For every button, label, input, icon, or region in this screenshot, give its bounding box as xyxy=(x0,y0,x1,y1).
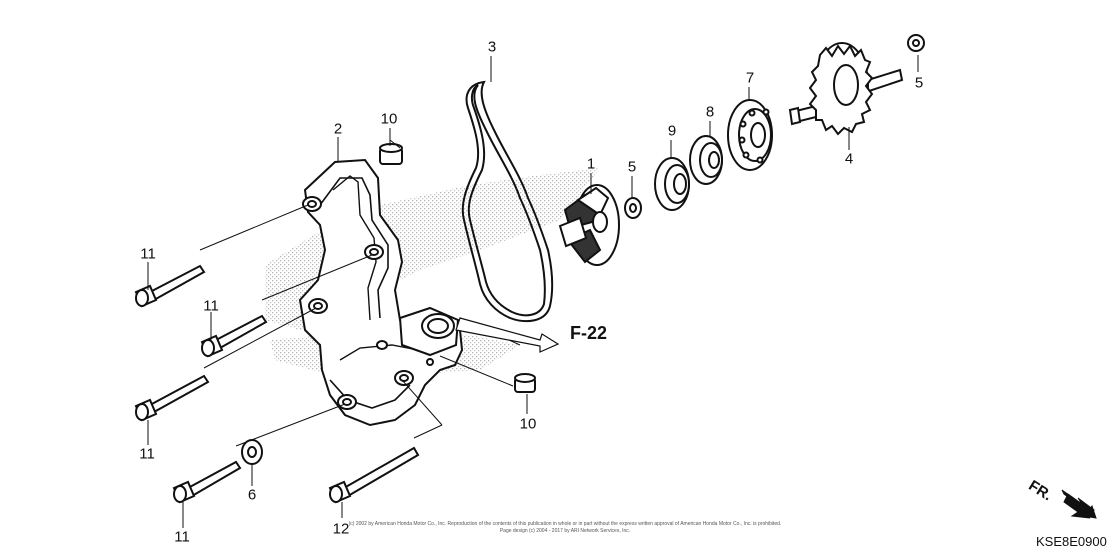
part-10-dowel-pins xyxy=(379,143,536,393)
callout-11c: 11 xyxy=(139,445,155,463)
bolt-11a xyxy=(134,264,206,308)
diagram-code: KSE8E0900 xyxy=(1036,534,1107,549)
callout-7: 7 xyxy=(745,69,755,87)
copyright-notice: (c) 2002 by American Honda Motor Co., In… xyxy=(300,521,830,535)
callout-11a: 11 xyxy=(140,245,156,263)
callout-5a: 5 xyxy=(627,158,637,176)
bolt-11b xyxy=(200,314,268,358)
callout-1: 1 xyxy=(586,155,596,173)
callout-6: 6 xyxy=(247,486,257,504)
callout-3: 3 xyxy=(487,38,497,56)
reference-arrow xyxy=(455,317,560,353)
bolt-11d xyxy=(172,460,242,504)
callout-10b: 10 xyxy=(519,415,537,433)
reference-label: F-22 xyxy=(570,323,608,343)
part-6-washer xyxy=(241,439,263,465)
callout-4: 4 xyxy=(844,150,854,168)
front-direction-arrow xyxy=(1061,489,1097,519)
part-1-impeller xyxy=(558,184,620,266)
part-8-mechanical-seal xyxy=(689,135,723,185)
leader-lines xyxy=(147,55,919,528)
callout-2: 2 xyxy=(333,120,343,138)
copyright-line-2: Page design (c) 2004 - 2017 by ARI Netwo… xyxy=(499,528,631,534)
part-2-pump-cover xyxy=(298,158,464,427)
part-3-gasket xyxy=(461,80,554,323)
part-9-oil-seal xyxy=(654,157,690,211)
bolt-11c xyxy=(134,374,210,422)
part-5-washers xyxy=(624,34,925,219)
callout-9: 9 xyxy=(667,122,677,140)
callout-10a: 10 xyxy=(380,110,398,128)
part-4-pump-shaft-gear xyxy=(788,42,904,136)
callout-8: 8 xyxy=(705,103,715,121)
part-7-bearing xyxy=(727,99,773,171)
callout-11d: 11 xyxy=(174,528,190,546)
copyright-line-1: (c) 2002 by American Honda Motor Co., In… xyxy=(348,521,782,527)
bolt-12 xyxy=(328,446,420,504)
flange-bolts xyxy=(134,264,420,504)
callout-12: 12 xyxy=(332,520,350,538)
callout-5b: 5 xyxy=(914,74,924,92)
callout-11b: 11 xyxy=(203,297,219,315)
